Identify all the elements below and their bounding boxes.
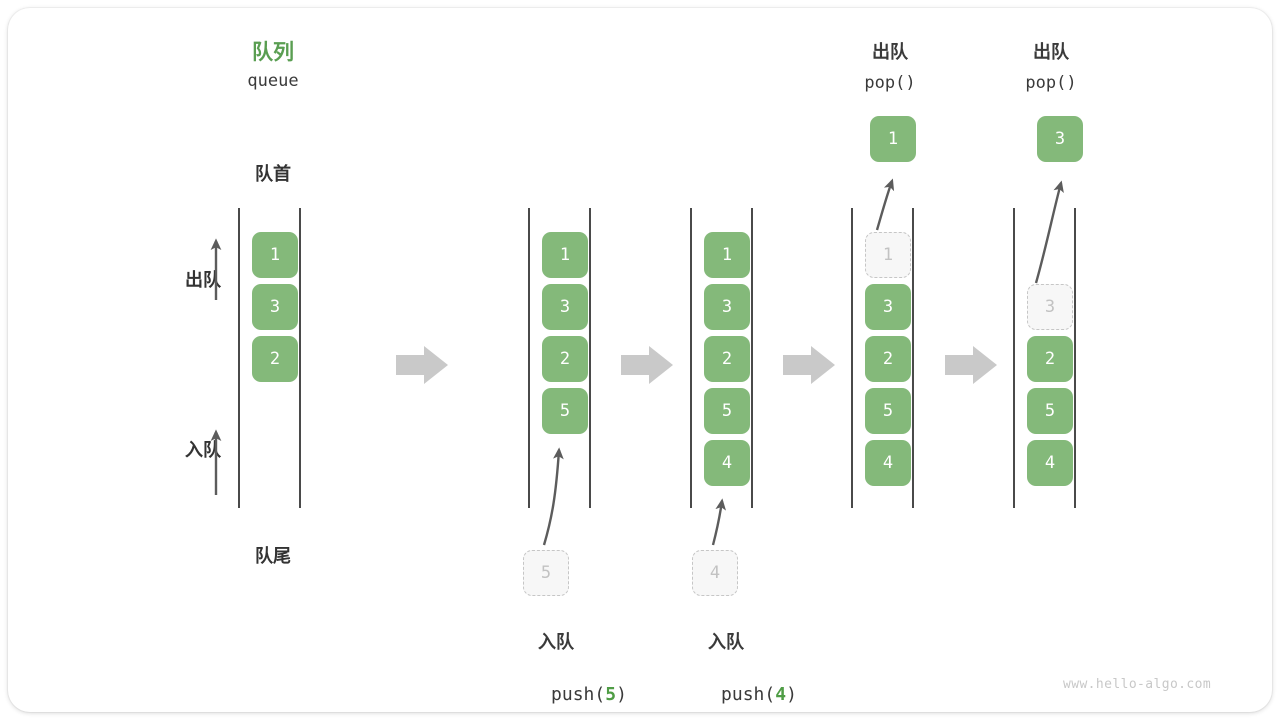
queue-cell: 3	[252, 284, 298, 330]
queue-cell: 4	[704, 440, 750, 486]
queue-cell-ghost: 1	[865, 232, 911, 278]
queue-cell-ghost: 3	[1027, 284, 1073, 330]
op-code-arg: 5	[605, 684, 617, 705]
queue-rail-left-4	[851, 208, 853, 508]
popped-cell: 3	[1037, 116, 1083, 162]
queue-cell: 5	[542, 388, 588, 434]
watermark: www.hello-algo.com	[1063, 677, 1212, 692]
queue-cell: 1	[704, 232, 750, 278]
enqueue-direction-label: 入队	[185, 440, 221, 461]
front-label: 队首	[255, 164, 291, 185]
queue-cell: 5	[704, 388, 750, 434]
dequeue-direction-label: 出队	[185, 270, 221, 291]
op-code-prefix: push(	[551, 684, 606, 705]
queue-cell: 2	[865, 336, 911, 382]
step-separator-arrow-icon	[396, 346, 448, 384]
queue-cell: 5	[865, 388, 911, 434]
queue-cell: 2	[252, 336, 298, 382]
queue-cell: 3	[704, 284, 750, 330]
pop-1-motion-arrow-icon	[875, 178, 895, 231]
pop-3-motion-arrow-icon	[1034, 180, 1064, 284]
diagram-stage: 队列 queue 队首 队尾 出队 入队 出队 pop() 出队 pop() 1…	[8, 8, 1272, 712]
step-separator-arrow-icon	[621, 346, 673, 384]
queue-rail-right-2	[589, 208, 591, 508]
queue-rail-left-2	[528, 208, 530, 508]
queue-cell: 1	[542, 232, 588, 278]
step-separator-arrow-icon	[945, 346, 997, 384]
push-5-motion-arrow-icon	[542, 447, 564, 546]
queue-rail-right-3	[751, 208, 753, 508]
queue-rail-left-3	[690, 208, 692, 508]
op-code-prefix: push(	[721, 684, 776, 705]
diagram-title-cn: 队列	[252, 41, 294, 64]
op-code-arg: 4	[775, 684, 787, 705]
queue-rail-right-5	[1074, 208, 1076, 508]
op-label-push-5: 入队	[538, 632, 574, 653]
queue-rail-left-5	[1013, 208, 1015, 508]
op-label-push-4: 入队	[708, 632, 744, 653]
queue-rail-left-1	[238, 208, 240, 508]
op-code-push-5: push(5)	[486, 663, 627, 726]
op-code-suffix: )	[616, 684, 627, 705]
pending-cell: 5	[523, 550, 569, 596]
queue-cell: 2	[542, 336, 588, 382]
queue-cell: 4	[1027, 440, 1073, 486]
step-pop-1-header-code: pop()	[864, 73, 916, 93]
queue-cell: 3	[865, 284, 911, 330]
queue-cell: 2	[704, 336, 750, 382]
diagram-card: 队列 queue 队首 队尾 出队 入队 出队 pop() 出队 pop() 1…	[8, 8, 1272, 712]
step-separator-arrow-icon	[783, 346, 835, 384]
arrow-overlay	[210, 178, 1064, 546]
queue-rail-right-1	[299, 208, 301, 508]
popped-cell: 1	[870, 116, 916, 162]
step-pop-1-header-cn: 出队	[872, 42, 908, 63]
diagram-title-en: queue	[247, 71, 299, 91]
queue-cell: 1	[252, 232, 298, 278]
step-pop-3-header-code: pop()	[1025, 73, 1077, 93]
queue-cell: 4	[865, 440, 911, 486]
queue-cell: 2	[1027, 336, 1073, 382]
push-4-motion-arrow-icon	[711, 498, 727, 546]
queue-cell: 3	[542, 284, 588, 330]
queue-rail-right-4	[912, 208, 914, 508]
step-pop-3-header-cn: 出队	[1033, 42, 1069, 63]
rear-label: 队尾	[255, 546, 291, 567]
pending-cell: 4	[692, 550, 738, 596]
queue-cell: 5	[1027, 388, 1073, 434]
op-code-suffix: )	[786, 684, 797, 705]
op-code-push-4: push(4)	[656, 663, 797, 726]
